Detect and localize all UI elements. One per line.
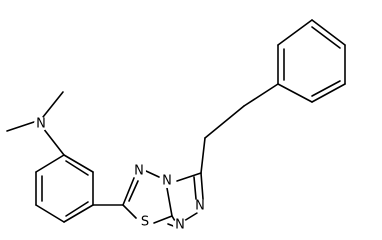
bond-ethyl-2 bbox=[204, 105, 245, 139]
bond-ring-a-1 bbox=[35, 154, 65, 173]
bond-ring-a-4-inner bbox=[65, 201, 89, 217]
bond-fused-c-n bbox=[166, 187, 173, 217]
bond-c-n-right bbox=[200, 172, 204, 200]
bond-n-n-bottom bbox=[183, 212, 198, 222]
bond-methyl-left bbox=[6, 121, 35, 132]
atom-label-triazole-n-right: N bbox=[195, 199, 205, 214]
atom-label-layer: N N N N N S bbox=[34, 117, 207, 233]
bond-ethyl-3 bbox=[243, 83, 279, 107]
bond-ring-a-6 bbox=[63, 154, 94, 173]
bond-ring-b-5-inner bbox=[311, 80, 341, 97]
bond-c-n-right-inner bbox=[193, 176, 197, 200]
bond-ring-a-3 bbox=[35, 204, 65, 223]
bond-ring-b-2 bbox=[277, 19, 313, 46]
bond-methyl-top bbox=[42, 91, 64, 118]
atom-label-triazole-n-top: N bbox=[162, 174, 172, 189]
bond-c-n-thiadiazole-inner bbox=[128, 180, 139, 202]
bond-n-n-bridge bbox=[145, 170, 160, 178]
bond-layer bbox=[6, 19, 346, 228]
bond-c-s bbox=[122, 204, 137, 219]
atom-label-amine-n: N bbox=[36, 117, 46, 132]
bond-s-c-fused bbox=[153, 215, 173, 224]
bond-ring-b-5 bbox=[311, 83, 346, 103]
bond-c-n-thiadiazole bbox=[122, 177, 135, 206]
bond-ring-a-6-inner bbox=[65, 160, 89, 176]
bond-ring-b-3-inner bbox=[311, 26, 341, 49]
atom-label-triazole-n-bottom: N bbox=[175, 218, 185, 233]
atom-label-sulfur: S bbox=[141, 215, 149, 230]
bond-n-fused-c bbox=[171, 215, 176, 222]
bond-ring-b-6 bbox=[277, 83, 313, 103]
bond-ring-b-3 bbox=[311, 19, 346, 46]
bond-n-aryl bbox=[42, 127, 65, 156]
bond-n-c-ethyl bbox=[176, 172, 202, 182]
bond-ring-a-4 bbox=[63, 204, 94, 223]
atom-label-thiadiazole-n: N bbox=[134, 164, 144, 179]
bond-ethyl-1 bbox=[200, 137, 206, 174]
